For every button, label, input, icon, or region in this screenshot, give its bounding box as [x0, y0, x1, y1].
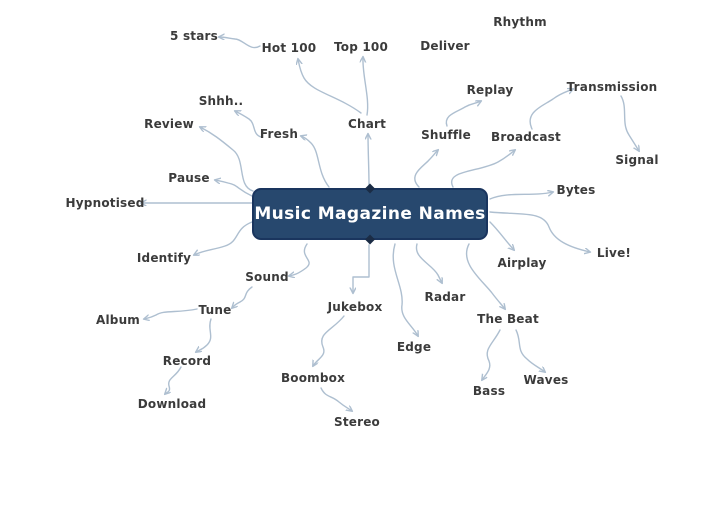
central-topic: Music Magazine Names [252, 183, 488, 245]
edge-transmission-to-signal [620, 95, 639, 151]
edge-center-to-radar [415, 243, 442, 283]
edge-center-to-edge [392, 243, 418, 336]
node-label-top-100: Top 100 [333, 40, 389, 54]
node-label-tune: Tune [198, 303, 232, 317]
edge-center-to-pause [215, 180, 253, 197]
node-label-replay: Replay [466, 83, 514, 97]
edge-center-to-bytes [489, 192, 553, 200]
edge-tune-to-album [144, 308, 198, 319]
node-label-bass: Bass [472, 384, 506, 398]
edge-sound-to-tune [232, 286, 253, 308]
node-label-radar: Radar [424, 290, 466, 304]
node-label-album: Album [95, 313, 141, 327]
edge-center-to-broadcast [450, 150, 515, 188]
node-label-hypnotised: Hypnotised [65, 196, 145, 210]
node-label-broadcast: Broadcast [491, 130, 561, 144]
edge-hot-100-to-five-stars [219, 37, 261, 49]
edge-center-to-shuffle [414, 150, 438, 188]
edge-record-to-download [165, 366, 182, 394]
edge-shuffle-to-replay [445, 101, 481, 127]
node-label-rhythm: Rhythm [493, 15, 547, 29]
edge-chart-to-hot-100 [298, 59, 362, 114]
node-label-shuffle: Shuffle [421, 128, 471, 142]
node-label-fresh: Fresh [259, 127, 299, 141]
node-label-pause: Pause [168, 171, 210, 185]
edge-center-to-live [489, 211, 590, 252]
edge-center-to-airplay [489, 221, 514, 250]
node-label-download: Download [137, 397, 207, 411]
node-label-deliver: Deliver [420, 39, 470, 53]
node-label-live: Live! [596, 246, 632, 260]
node-label-stereo: Stereo [333, 415, 381, 429]
edge-center-to-jukebox [353, 244, 370, 293]
node-label-the-beat: The Beat [477, 312, 539, 326]
edge-center-to-the-beat [466, 243, 505, 309]
node-label-hot-100: Hot 100 [261, 41, 317, 55]
node-label-review: Review [144, 117, 194, 131]
edge-boombox-to-stereo [320, 387, 352, 411]
edge-center-to-fresh [301, 136, 330, 188]
node-label-sound: Sound [245, 270, 289, 284]
edge-broadcast-to-transmission [529, 89, 573, 130]
node-label-identify: Identify [136, 251, 192, 265]
edge-center-to-review [200, 127, 254, 192]
edge-tune-to-record [196, 318, 212, 352]
node-label-airplay: Airplay [497, 256, 547, 270]
edge-center-to-chart [368, 134, 369, 186]
node-label-shhh: Shhh.. [198, 94, 244, 108]
edge-center-to-identify [194, 221, 253, 255]
edge-fresh-to-shhh [235, 111, 262, 138]
edge-jukebox-to-boombox [313, 315, 345, 366]
node-label-five-stars: 5 stars [170, 29, 218, 43]
node-label-chart: Chart [347, 117, 387, 131]
edge-the-beat-to-waves [515, 329, 545, 372]
node-label-transmission: Transmission [566, 80, 658, 94]
node-label-jukebox: Jukebox [327, 300, 383, 314]
edge-center-to-sound [289, 243, 310, 276]
node-label-waves: Waves [523, 373, 569, 387]
node-label-edge: Edge [396, 340, 432, 354]
node-label-record: Record [162, 354, 212, 368]
central-topic-label: Music Magazine Names [254, 204, 486, 224]
node-label-boombox: Boombox [280, 371, 346, 385]
edge-the-beat-to-bass [482, 329, 501, 380]
node-label-bytes: Bytes [556, 183, 596, 197]
node-label-signal: Signal [615, 153, 659, 167]
edge-chart-to-top-100 [363, 57, 369, 116]
